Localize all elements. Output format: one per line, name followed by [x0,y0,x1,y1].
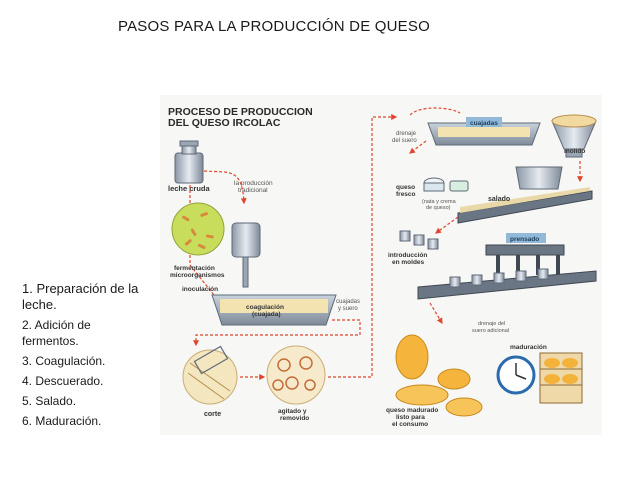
arrow-to-drain [328,114,398,378]
arrow-milk [203,170,247,205]
label-fermentacion-2: microorganismos [170,272,225,279]
label-produccion-2: tradicional [238,187,268,194]
step-4: 4. Descuerado. [22,374,104,388]
label-introduccion-2: en moldes [392,259,425,266]
cheese-shelf-icon [539,352,583,404]
ripened-cheese-icon [395,334,483,417]
salting-box-icon [515,166,563,190]
label-agitado-1: agitado y [278,408,307,415]
label-agitado-2: removido [280,415,309,422]
clock-icon [496,355,536,395]
curd-stirring-icon [266,345,326,405]
prensado-tag [506,233,546,243]
press-icon [485,244,565,275]
fermenter-tank-icon [231,222,261,288]
label-queso-fresco-2: fresco [396,191,416,198]
step-6: 6. Maduración. [22,414,102,428]
step-5: 5. Salado. [22,394,77,408]
step-3: 3. Coagulación. [22,354,106,368]
label-drenaje-ad-1: drenaje del [478,321,505,327]
arrow-to-cut [193,319,361,347]
label-corte: corte [204,411,221,418]
label-introduccion-1: introducción [388,252,427,259]
label-fermentacion-1: fermentación [174,265,215,272]
arrow-to-ripening [429,302,443,325]
label-nata-1: (nata y crema [422,199,457,205]
steps-list: 1. Preparación de la leche. 2. Adición d… [22,281,148,433]
arrow-to-molds [435,216,459,234]
cuajadas-tag [466,117,502,127]
label-leche-cruda: leche cruda [168,184,211,193]
label-molido: molido [564,148,585,155]
label-madurado-2: listo para [396,414,425,421]
molds-icon [399,230,439,250]
label-cuajadas-suero-1: cuajadas [336,299,360,305]
milk-can-icon [174,140,204,184]
cheese-process-diagram: PROCESO DE PRODUCCION DEL QUESO IRCOLAC … [160,95,602,435]
label-madurado-1: queso madurado [386,407,438,414]
label-drenaje-ad-2: suero adicional [472,328,509,334]
diagram-heading-1: PROCESO DE PRODUCCION [168,106,313,118]
fresh-cheese-icon [423,177,469,192]
label-maduracion: maduración [510,344,547,351]
page-title: PASOS PARA LA PRODUCCIÓN DE QUESO [118,18,430,35]
press-conveyor-icon [417,268,597,300]
label-nata-2: de queso) [426,205,451,211]
curd-cutting-icon [182,345,238,405]
salting-conveyor-icon [457,187,593,224]
label-prensado: prensado [510,236,539,243]
label-madurado-3: el consumo [392,421,428,428]
coagulation-vat-icon [211,294,337,326]
label-coagulacion-2: (cuajada) [252,311,281,318]
step-1: 1. Preparación de la leche. [22,281,139,312]
label-inoculacion: inoculación [182,286,218,293]
label-cuajadas-top: cuajadas [470,120,498,127]
microorganisms-icon [171,202,225,256]
label-queso-fresco-1: queso [396,184,415,191]
label-drenaje-1: drenaje [396,131,417,137]
arrow-drain-out [409,140,427,154]
label-cuajadas-suero-2: y suero [338,306,358,312]
step-2: 2. Adición de fermentos. [22,318,91,348]
mill-icon [551,114,597,158]
label-salado: salado [488,196,510,203]
label-produccion-1: la producción [234,180,273,187]
label-drenaje-2: del suero [392,138,417,144]
draining-tray-icon [427,122,541,146]
label-coagulacion-1: coagulación [246,304,284,311]
arrow-drain-top [409,107,461,116]
diagram-heading-2: DEL QUESO IRCOLAC [168,117,281,129]
